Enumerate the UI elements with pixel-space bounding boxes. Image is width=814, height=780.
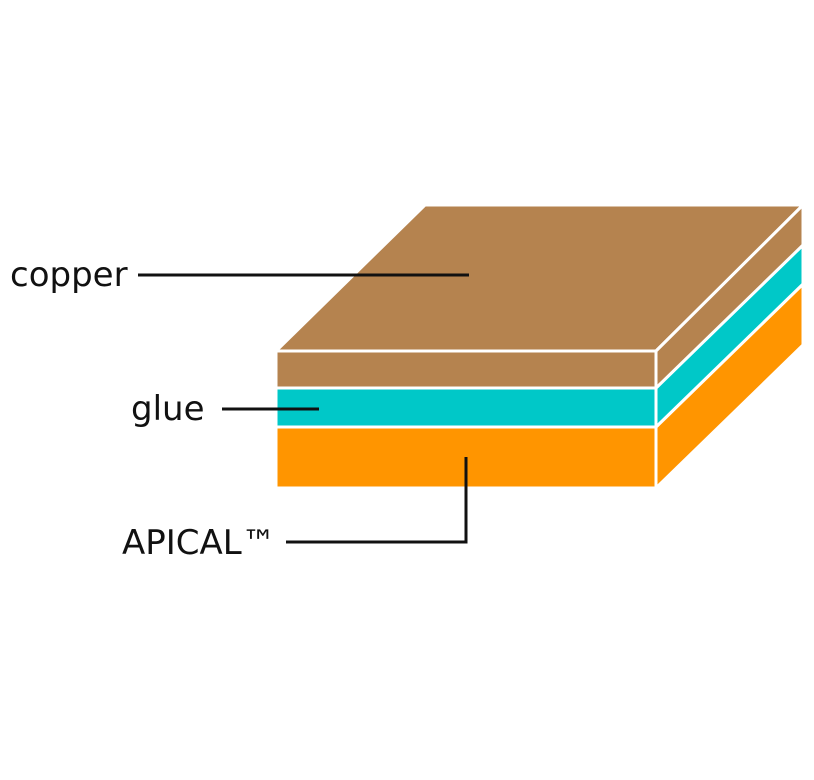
apical-label: APICAL™ (122, 523, 276, 563)
glue-front-face (274, 386, 658, 429)
copper-label: copper (10, 255, 128, 295)
glue-label: glue (131, 389, 205, 429)
copper-layer (274, 203, 805, 390)
copper-front-face (274, 349, 658, 390)
copper-side-face (654, 203, 805, 390)
apical-leader-line (286, 457, 468, 544)
